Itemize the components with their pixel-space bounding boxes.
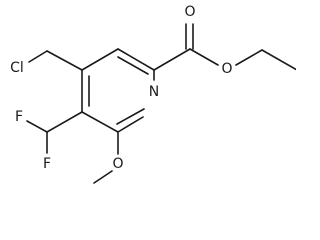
chlorine-label: Cl xyxy=(10,60,24,76)
bond-o-ch2-ethyl xyxy=(235,49,263,66)
ring-bond-n-c2 xyxy=(117,116,144,133)
bond-c4-ch2 xyxy=(46,50,83,71)
ring-nitrogen-label: N xyxy=(149,84,159,100)
bond-ch2-ch3-ethyl xyxy=(261,49,296,71)
chemical-structure: Cl F F N O O O xyxy=(10,4,296,184)
bond-o-methyl xyxy=(93,170,113,184)
ring-bond-c5-c6-inner xyxy=(117,56,149,75)
ring-bond-c4-c5 xyxy=(81,48,119,71)
ring-bond-c5-c6 xyxy=(117,48,155,71)
ring-bond-n-c2-inner xyxy=(116,108,145,125)
bond-chf2-f-upper xyxy=(26,120,48,133)
bond-c6-carbonyl-c xyxy=(153,48,191,71)
fluorine-upper-label: F xyxy=(15,109,23,125)
ester-ether-oxygen-label: O xyxy=(221,61,232,77)
ring-bond-c2-c3 xyxy=(81,111,119,133)
bond-c3-chf2 xyxy=(46,111,83,133)
atom-label-layer: Cl F F N O O O xyxy=(10,4,232,172)
ester-carbonyl-oxygen-label: O xyxy=(184,4,195,20)
methoxy-oxygen-label: O xyxy=(112,156,123,172)
fluorine-lower-label: F xyxy=(43,156,51,172)
bond-ch2-cl xyxy=(28,50,48,63)
bond-layer xyxy=(26,23,296,184)
bond-carbonyl-c-o-ether xyxy=(189,48,219,66)
